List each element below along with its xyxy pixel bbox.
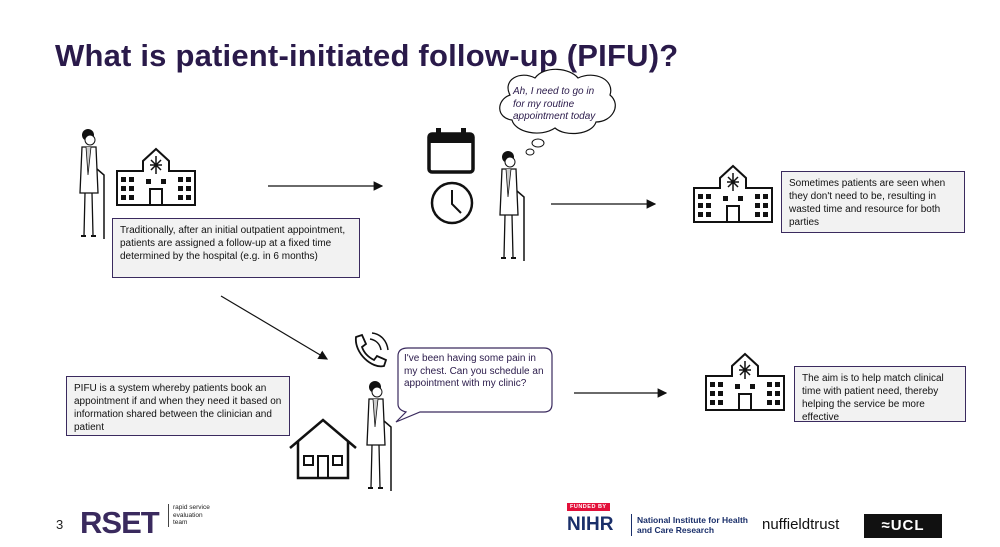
thought-bubble-text: Ah, I need to go in for my routine appoi… — [513, 86, 596, 122]
arrow-icon — [220, 295, 329, 360]
traditional-box: Traditionally, after an initial outpatie… — [112, 218, 360, 278]
slide-number: 3 — [56, 517, 64, 532]
speech-bubble-text: I've been having some pain in my chest. … — [404, 353, 544, 389]
wasted-box: Sometimes patients are seen when they do… — [781, 171, 965, 233]
hospital-icon — [116, 148, 196, 206]
nihr-divider — [631, 514, 632, 536]
ucl-logo: ≈UCL — [864, 514, 942, 538]
house-icon — [289, 418, 357, 480]
page-title: What is patient-initiated follow-up (PIF… — [55, 38, 679, 73]
patient-icon — [79, 128, 105, 240]
funded-by-label: FUNDED BY — [567, 503, 610, 511]
pifu-box: PIFU is a system whereby patients book a… — [66, 376, 290, 436]
clock-icon — [430, 181, 474, 225]
rset-subtitle: rapid service evaluation team — [168, 504, 213, 527]
calendar-icon — [427, 128, 475, 174]
hospital-icon — [693, 165, 773, 223]
nihr-logo: NIHR — [567, 514, 614, 535]
nuffield-trust-logo: nuffieldtrust — [762, 516, 840, 533]
rset-logo: RSET — [80, 505, 160, 541]
hospital-icon — [705, 353, 785, 411]
aim-box: The aim is to help match clinical time w… — [794, 366, 966, 423]
nihr-full-name: National Institute for Health and Care R… — [637, 515, 748, 535]
speech-bubble — [395, 347, 553, 423]
thought-bubble — [499, 68, 616, 156]
patient-icon — [366, 380, 392, 492]
phone-icon — [355, 332, 389, 368]
rset-wordmark: RSET — [80, 505, 160, 540]
patient-icon — [499, 150, 525, 262]
